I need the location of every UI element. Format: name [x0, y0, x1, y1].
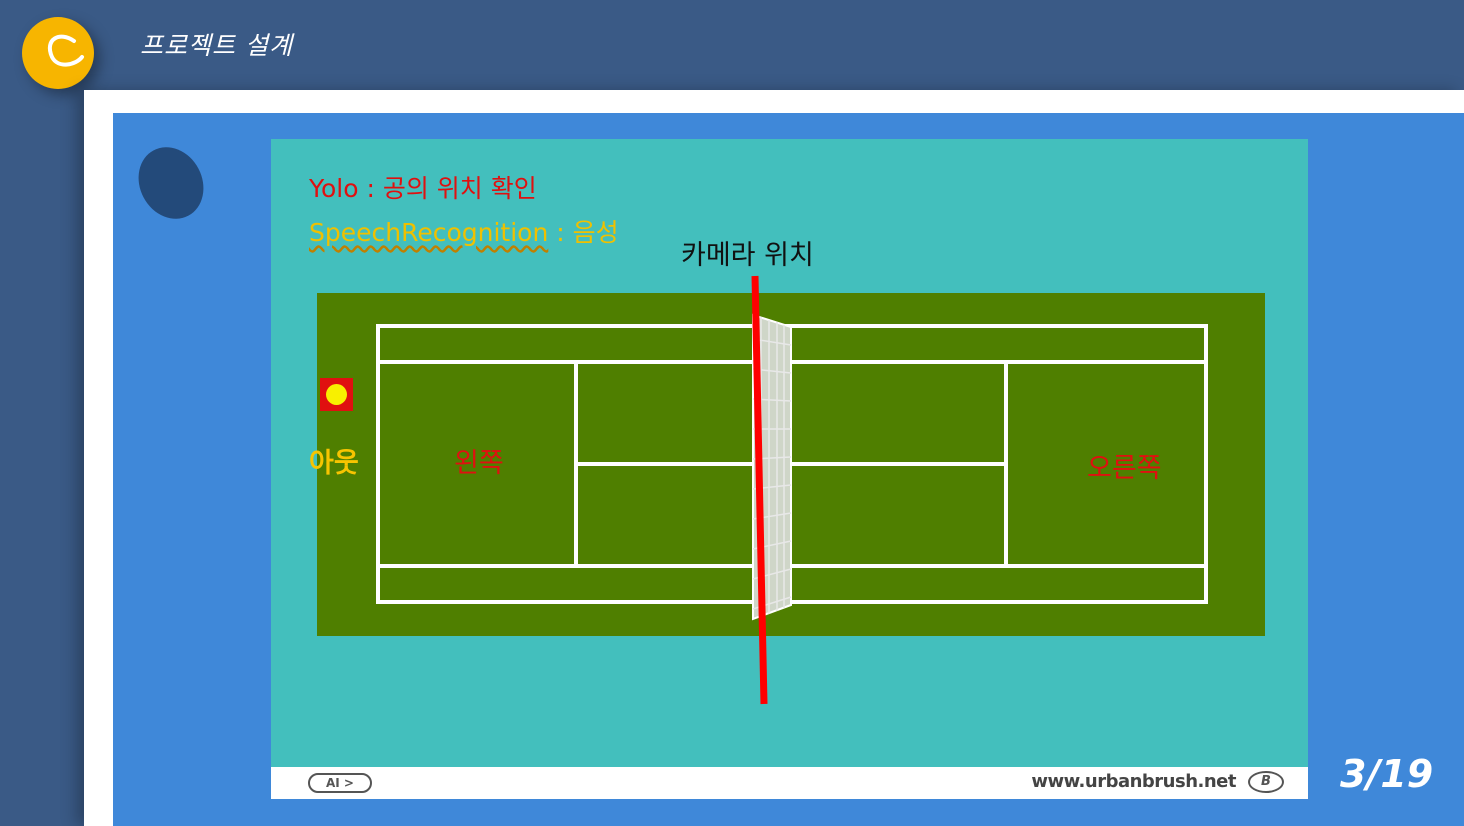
- logo: [22, 17, 94, 89]
- watermark-url: www.urbanbrush.net: [1031, 771, 1236, 792]
- ai-badge: AI >: [308, 773, 372, 793]
- speech-caption: SpeechRecognition : 음성: [309, 213, 619, 249]
- image-footer: AI > www.urbanbrush.net B: [271, 767, 1308, 799]
- out-label: 아웃: [309, 448, 359, 479]
- ball-detection-box: [320, 378, 353, 411]
- slide-title: 프로젝트 설계: [140, 31, 293, 60]
- tennis-court-diagram: [317, 275, 1265, 705]
- yolo-term: Yolo: [309, 174, 359, 203]
- speech-term: SpeechRecognition: [309, 218, 549, 247]
- right-side-label: 오른쪽: [1087, 453, 1162, 484]
- tennis-ball-icon: [326, 384, 347, 405]
- speech-description: : 음성: [548, 218, 619, 247]
- court-diagram-image: Yolo : 공의 위치 확인 SpeechRecognition : 음성 카…: [271, 139, 1308, 799]
- yolo-caption: Yolo : 공의 위치 확인: [309, 169, 537, 205]
- camera-position-line: [751, 275, 768, 705]
- yolo-description: : 공의 위치 확인: [358, 174, 537, 203]
- page-number: 3/19: [1340, 752, 1434, 796]
- left-side-label: 왼쪽: [454, 448, 504, 479]
- header-bar: [0, 0, 1464, 90]
- brand-mark-icon: B: [1248, 771, 1284, 793]
- camera-position-label: 카메라 위치: [681, 240, 814, 271]
- tennis-ball-icon: [48, 34, 84, 67]
